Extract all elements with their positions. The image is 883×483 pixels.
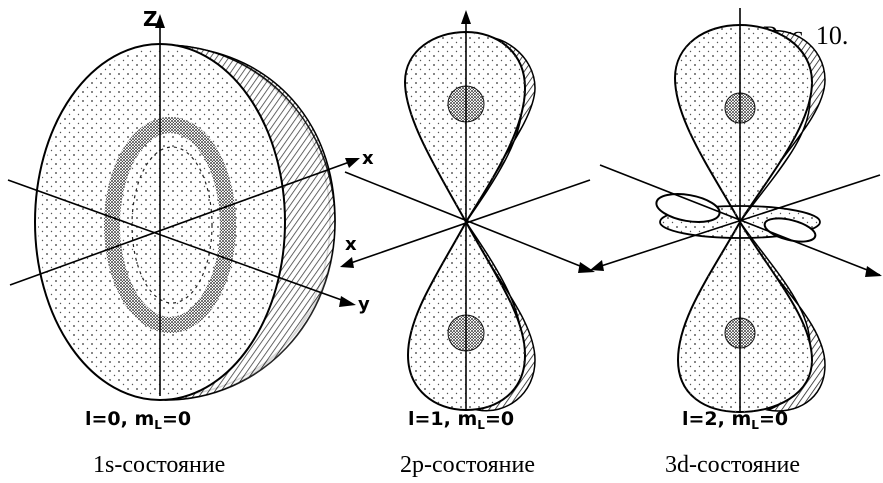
lower-lobe-dots <box>678 222 812 412</box>
y-axis-label: y <box>358 294 370 315</box>
quantum-numbers-label: l=1, mL=0 <box>408 408 514 432</box>
upper-lobe-dots <box>675 25 812 222</box>
quantum-numbers-label: l=2, mL=0 <box>682 408 788 432</box>
state-caption: 3d-состояние <box>665 452 800 478</box>
quantum-numbers-label: l=0, mL=0 <box>85 408 191 432</box>
diagonal-arrow-icon-2 <box>340 257 354 268</box>
panel-1s: Z x y l=0, mL=0 1s-состояние <box>8 7 374 478</box>
panel-3d: l=2, mL=0 3d-состояние <box>590 8 882 478</box>
state-caption: 1s-состояние <box>93 452 225 478</box>
x-arrow-icon <box>345 158 360 168</box>
diagonal-arrow-icon-1 <box>578 262 595 273</box>
x-axis-label: x <box>362 148 374 169</box>
x-axis-label: x <box>345 234 357 255</box>
vertical-arrow-icon <box>461 10 471 24</box>
diagonal-arrow-icon-2 <box>590 260 604 271</box>
z-axis-label: Z <box>143 7 158 31</box>
y-arrow-icon <box>339 296 356 307</box>
diagonal-arrow-icon-1 <box>865 266 882 277</box>
state-caption: 2р-состояние <box>400 452 535 478</box>
panel-2p: x l=1, mL=0 2р-состояние <box>340 10 595 478</box>
upper-lobe-dots <box>405 32 525 222</box>
